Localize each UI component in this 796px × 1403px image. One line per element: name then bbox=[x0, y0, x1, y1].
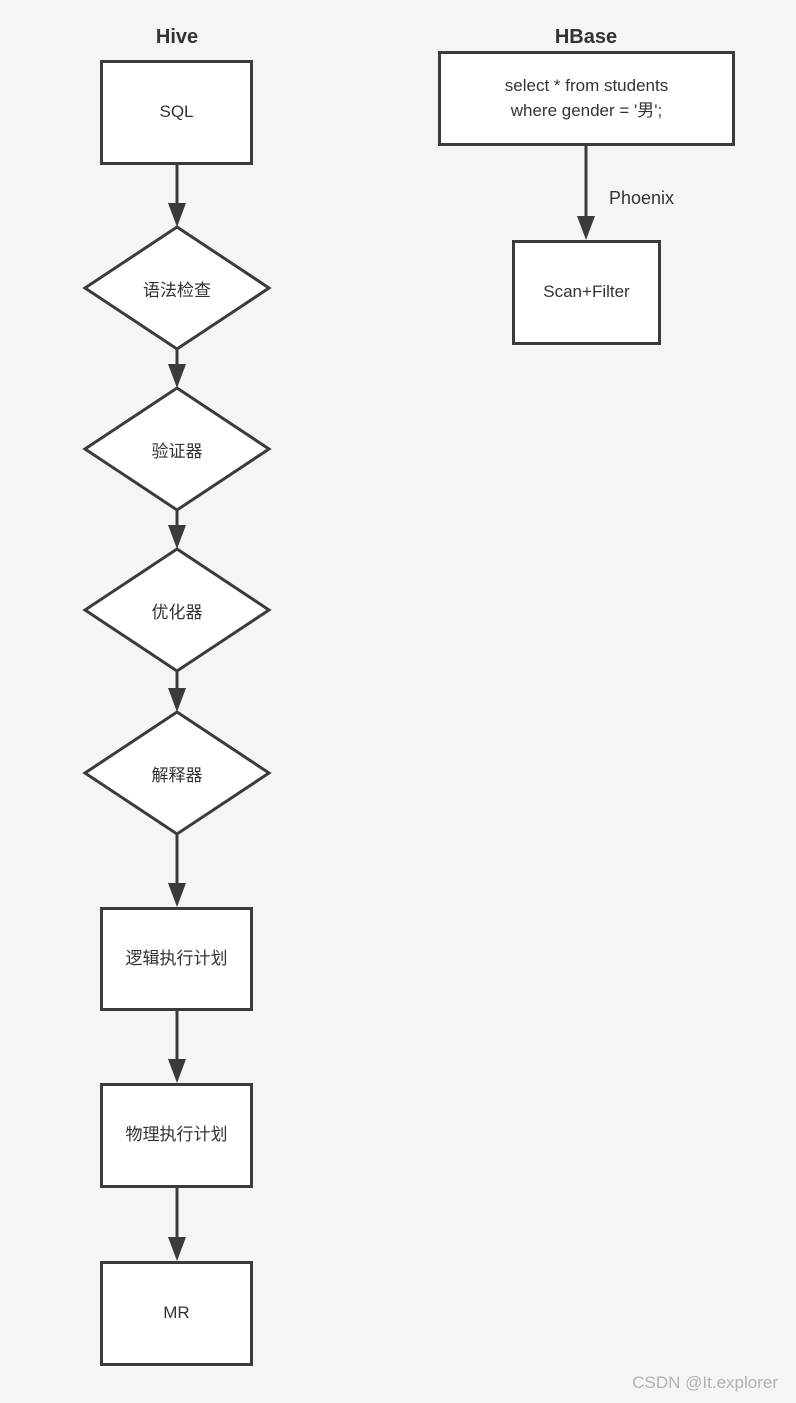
arrow-logical-to-physical bbox=[168, 1011, 186, 1083]
node-scan-filter: Scan+Filter bbox=[512, 240, 661, 345]
node-hbase-query-label: select * from students where gender = '男… bbox=[504, 75, 669, 120]
node-physical-plan: 物理执行计划 bbox=[100, 1083, 253, 1188]
node-sql-label: SQL bbox=[159, 102, 194, 122]
diamond-optimizer bbox=[82, 547, 272, 673]
node-physical-plan-label: 物理执行计划 bbox=[125, 1125, 228, 1145]
diamond-interpreter bbox=[82, 710, 272, 836]
hive-column-title: Hive bbox=[155, 26, 199, 48]
node-logical-plan-label: 逻辑执行计划 bbox=[125, 948, 228, 968]
node-logical-plan: 逻辑执行计划 bbox=[100, 907, 253, 1011]
node-sql: SQL bbox=[100, 60, 253, 165]
node-mr-label: MR bbox=[163, 1303, 190, 1323]
node-mr: MR bbox=[100, 1261, 253, 1366]
arrow-optimizer-to-interpreter bbox=[168, 671, 186, 712]
arrow-sql-to-syntax bbox=[168, 165, 186, 227]
arrow-physical-to-mr bbox=[168, 1188, 186, 1261]
node-optimizer-label: 优化器 bbox=[151, 602, 203, 622]
node-hbase-query: select * from students where gender = '男… bbox=[438, 51, 735, 146]
node-scan-filter-label: Scan+Filter bbox=[543, 282, 630, 302]
arrow-validator-to-optimizer bbox=[168, 510, 186, 549]
arrow-syntax-to-validator bbox=[168, 349, 186, 388]
edge-label-phoenix: Phoenix bbox=[609, 188, 675, 208]
arrow-interpreter-to-logical bbox=[168, 834, 186, 907]
node-validator-label: 验证器 bbox=[151, 441, 203, 461]
diamond-validator bbox=[82, 386, 272, 512]
diamond-syntax-check bbox=[82, 225, 272, 351]
hbase-column-title: HBase bbox=[554, 26, 618, 48]
node-interpreter-label: 解释器 bbox=[151, 765, 203, 785]
watermark: CSDN @It.explorer bbox=[632, 1373, 778, 1392]
node-syntax-check-label: 语法检查 bbox=[143, 280, 211, 300]
arrow-query-to-scan bbox=[577, 146, 595, 240]
